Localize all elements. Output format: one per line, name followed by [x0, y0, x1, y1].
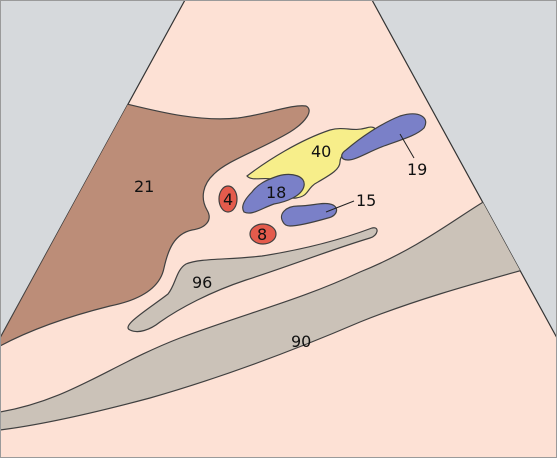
label-21: 21 [134, 177, 154, 196]
label-19: 19 [407, 160, 427, 179]
label-4: 4 [223, 190, 233, 209]
label-90: 90 [291, 332, 311, 351]
label-18: 18 [266, 183, 286, 202]
label-40: 40 [311, 142, 331, 161]
label-96: 96 [192, 273, 212, 292]
label-8: 8 [257, 225, 267, 244]
label-15: 15 [356, 191, 376, 210]
